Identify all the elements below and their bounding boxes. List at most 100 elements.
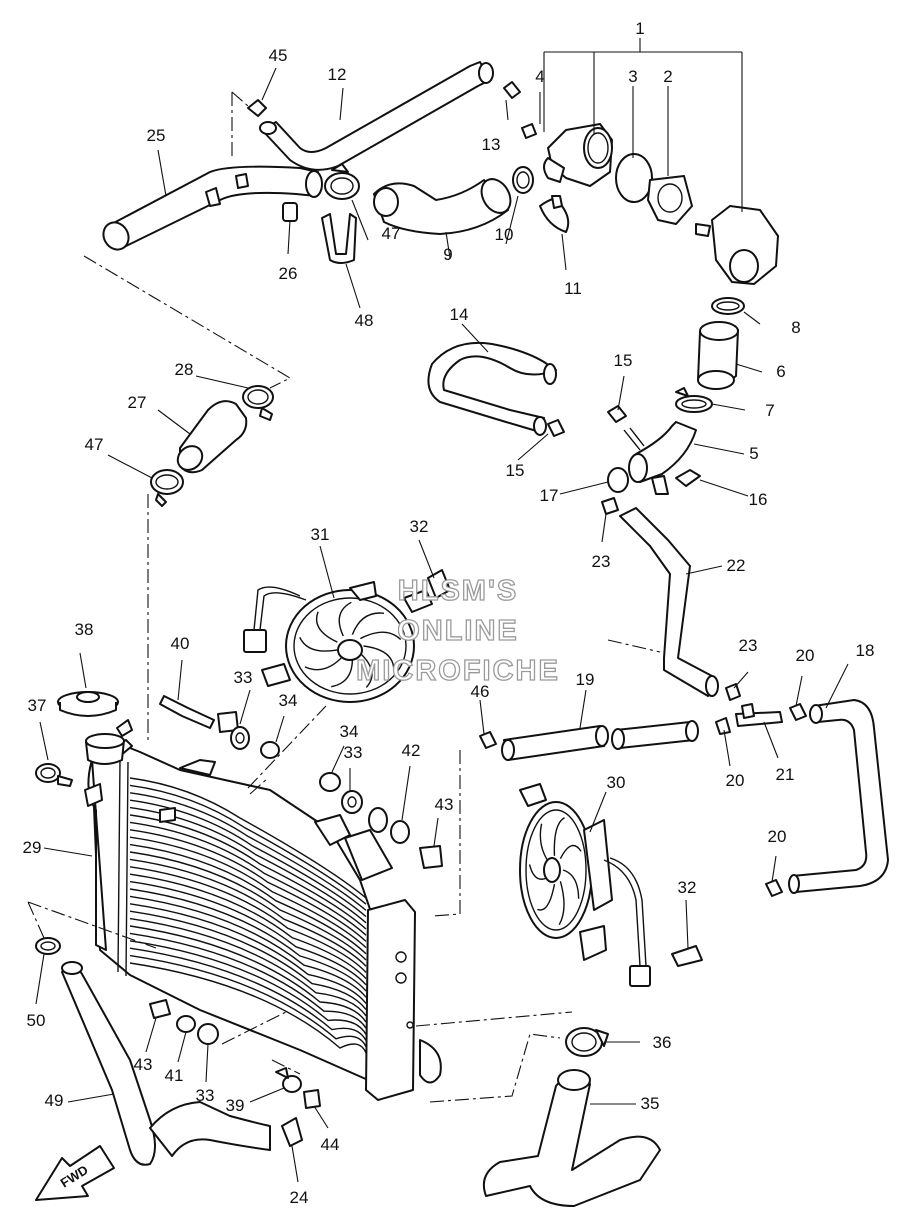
callout-45: 45: [269, 46, 288, 65]
clamp-23a: [601, 497, 619, 515]
fan-blade: [553, 817, 565, 856]
fwd-arrow-icon: [35, 1145, 115, 1201]
callout-49: 49: [45, 1091, 64, 1110]
radiator-fin-line: [129, 954, 367, 1048]
callout-14: 14: [450, 305, 469, 324]
radiator-fin-line: [129, 858, 367, 967]
callout-43a: 43: [435, 795, 454, 814]
callout-20a: 20: [796, 646, 815, 665]
clamp-7: [675, 387, 713, 413]
fan-blade: [331, 657, 354, 688]
fan-blade: [559, 844, 582, 859]
hose-22: [619, 507, 719, 697]
radiator-fin-line: [129, 925, 367, 1023]
collar-34b: [319, 772, 341, 792]
callout-40: 40: [171, 634, 190, 653]
callout-47a: 47: [85, 435, 104, 454]
callout-32a: 32: [410, 517, 429, 536]
fan-31: [243, 581, 433, 703]
clamp-11: [539, 195, 570, 233]
hose-12: [259, 61, 494, 171]
hose-49: [61, 961, 271, 1166]
callout-46: 46: [471, 682, 490, 701]
callout-6: 6: [776, 362, 785, 381]
callout-22: 22: [727, 556, 746, 575]
callout-11: 11: [564, 279, 582, 298]
radiator-fin-line: [129, 910, 367, 1011]
callout-36: 36: [653, 1033, 672, 1052]
callout-25: 25: [147, 126, 166, 145]
callout-12: 12: [328, 65, 347, 84]
callout-24: 24: [290, 1188, 309, 1207]
pipe-5: [623, 421, 697, 495]
hose-35: [482, 1069, 661, 1207]
clamp-47a: [150, 469, 184, 507]
callout-numbers: 1 2 3 4 5 6 7 8 9 10 11 12 13 14 15 15 1…: [23, 19, 875, 1207]
callout-42: 42: [402, 741, 421, 760]
washer-42a: [368, 807, 388, 833]
callout-26: 26: [279, 264, 298, 283]
o-ring-3: [615, 153, 653, 203]
clamp-15b: [547, 419, 565, 437]
clamp-47b: [324, 163, 360, 200]
thermostat-cover: [695, 205, 779, 285]
radiator-fin-line: [129, 917, 367, 1017]
radiator-fin-line: [129, 947, 367, 1041]
fan-blade: [359, 652, 373, 688]
watermark-line-3: MICROFICHE: [356, 655, 560, 687]
bolt-40: [159, 695, 215, 729]
radiator-fins: [129, 777, 367, 1054]
bolt-43b: [149, 999, 171, 1019]
radiator: [84, 739, 442, 1101]
radiator-fin-line: [129, 880, 367, 986]
thermostat-housing: [521, 123, 613, 187]
clamp-36: [565, 1027, 609, 1057]
hose-18: [788, 699, 889, 894]
clamp-28: [242, 385, 274, 421]
callout-18: 18: [856, 641, 875, 660]
fan-blade: [299, 636, 338, 652]
washer-42b: [390, 820, 410, 844]
radiator-fin-line: [129, 932, 367, 1029]
leader-lines: [27, 38, 849, 1183]
callout-34a: 34: [279, 691, 298, 710]
rubber-33b: [341, 790, 363, 814]
callout-3: 3: [628, 67, 637, 86]
callout-44: 44: [321, 1135, 340, 1154]
hose-14: [427, 341, 557, 436]
callout-30: 30: [607, 773, 626, 792]
callout-13: 13: [482, 135, 501, 154]
radiator-fin-line: [129, 895, 367, 998]
callout-48: 48: [355, 311, 374, 330]
clamp-24: [281, 1117, 303, 1147]
callout-35: 35: [641, 1094, 660, 1113]
radiator-fin-line: [129, 814, 367, 930]
callout-27: 27: [128, 393, 147, 412]
callout-41: 41: [165, 1066, 184, 1085]
clamp-37: [35, 763, 73, 787]
radiator-fin-line: [129, 866, 367, 973]
radiator-cap: [57, 691, 119, 717]
rubber-33a: [230, 726, 250, 750]
radiator-fin-line: [129, 829, 367, 942]
clamp-13: [503, 81, 521, 99]
callout-7: 7: [765, 401, 774, 420]
clamp-20c: [765, 879, 783, 897]
plug-26: [282, 202, 298, 222]
callout-34b: 34: [340, 722, 359, 741]
callout-50: 50: [27, 1011, 46, 1030]
callout-37: 37: [28, 696, 47, 715]
parts-artwork: FWD: [35, 61, 889, 1207]
bolt-43a: [419, 845, 443, 869]
hose-27: [176, 400, 248, 474]
callout-15a: 15: [614, 351, 633, 370]
radiator-fin-line: [129, 873, 367, 980]
radiator-fin-line: [129, 888, 367, 992]
callout-10: 10: [495, 225, 514, 244]
watermark-line-1: HLSM'S: [398, 575, 518, 607]
radiator-fin-line: [129, 836, 367, 949]
callout-16: 16: [749, 490, 768, 509]
bolt-32b: [671, 945, 703, 967]
bolt-16: [675, 469, 701, 487]
radiator-fin-line: [129, 903, 367, 1004]
